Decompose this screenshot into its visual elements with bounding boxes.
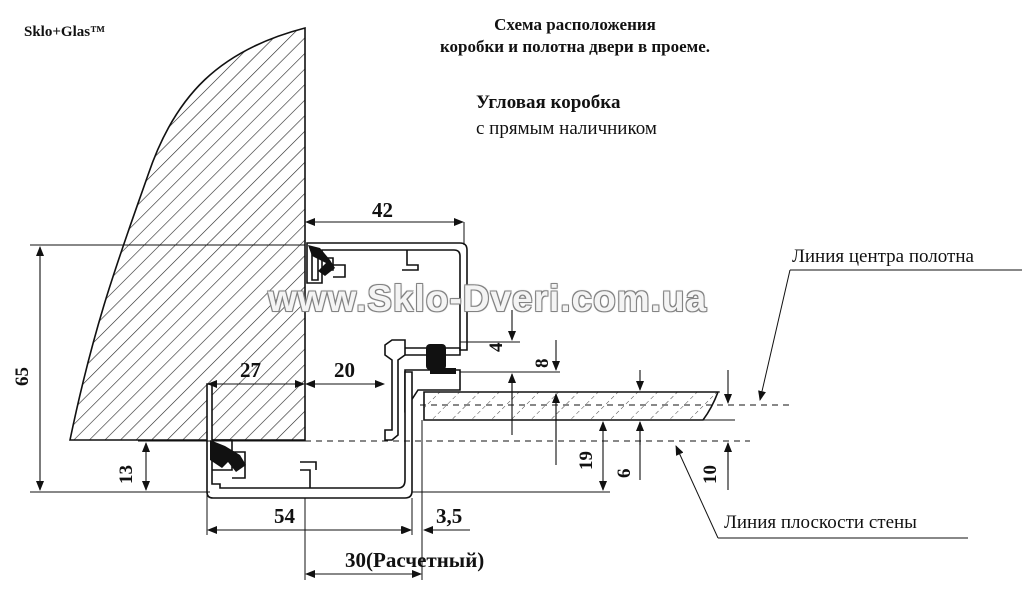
dimension-19: 19 xyxy=(576,451,597,470)
dimension-6: 6 xyxy=(614,468,635,479)
watermark-text: www.Sklo-Dveri.com.ua xyxy=(268,278,708,319)
subtitle-line-2: с прямым наличником xyxy=(476,118,657,139)
dimension-8: 8 xyxy=(532,358,553,369)
dimension-10: 10 xyxy=(700,465,721,484)
door-seal xyxy=(426,344,446,370)
dimension-42: 42 xyxy=(372,198,393,222)
door-center-line-label: Линия центра полотна xyxy=(792,246,974,267)
dimension-30-calculated: 30(Расчетный) xyxy=(345,548,485,572)
dimension-20: 20 xyxy=(334,358,355,382)
dimension-3-5: 3,5 xyxy=(436,504,463,528)
brand-logo-text: Sklo+Glas™ xyxy=(24,24,106,40)
dimension-27: 27 xyxy=(240,358,261,382)
dimension-13: 13 xyxy=(116,465,137,484)
dimension-65: 65 xyxy=(12,367,33,386)
subtitle-line-1: Угловая коробка xyxy=(476,92,621,113)
wall-section xyxy=(69,26,306,441)
glass-panel xyxy=(423,391,720,421)
diagram-title-line-2: коробки и полотна двери в проеме. xyxy=(439,37,711,56)
dimension-54: 54 xyxy=(274,504,295,528)
lower-gasket xyxy=(210,440,246,472)
wall-plane-line-label: Линия плоскости стены xyxy=(724,512,917,533)
upper-gasket xyxy=(308,245,335,276)
dimension-4: 4 xyxy=(486,342,507,353)
diagram-title-line-1: Схема расположения xyxy=(494,15,656,34)
